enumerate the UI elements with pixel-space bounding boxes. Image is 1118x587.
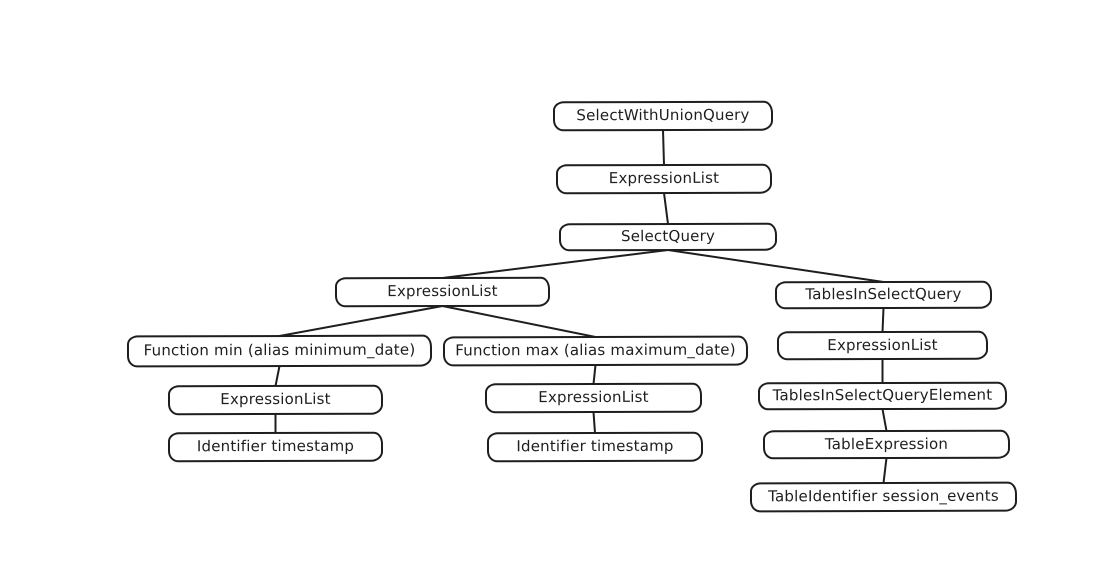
edge-function-min-expression-list-min (274, 365, 281, 387)
node-expression-list-min: ExpressionList (167, 384, 384, 416)
edge-expression-list-top-select-query (663, 192, 669, 225)
edge-tables-in-select-query-element-table-expression (881, 408, 888, 432)
node-label: ExpressionList (827, 335, 938, 354)
node-label: Function max (alias maximum_date) (455, 340, 736, 360)
edge-select-query-expression-list-left (441, 249, 669, 279)
edge-expression-list-max-identifier-timestamp-max (592, 411, 596, 434)
node-expression-list-max: ExpressionList (484, 382, 703, 414)
node-label: Identifier timestamp (516, 436, 674, 456)
node-label: SelectWithUnionQuery (576, 105, 750, 125)
node-select-with-union-query: SelectWithUnionQuery (552, 100, 774, 132)
node-label: TableExpression (824, 434, 949, 453)
node-function-max: Function max (alias maximum_date) (442, 335, 749, 367)
node-identifier-timestamp-min: Identifier timestamp (167, 431, 384, 463)
edge-select-with-union-query-expression-list-top (662, 129, 665, 166)
node-select-query: SelectQuery (558, 222, 778, 252)
edge-function-max-expression-list-max (592, 364, 597, 385)
node-table-identifier-session-events: TableIdentifier session_events (749, 481, 1018, 513)
node-label: ExpressionList (387, 281, 498, 301)
edge-expression-list-left-function-min (278, 305, 444, 337)
node-expression-list-top: ExpressionList (555, 163, 773, 195)
node-identifier-timestamp-max: Identifier timestamp (486, 431, 704, 463)
node-expression-list-right: ExpressionList (776, 330, 989, 361)
node-label: TablesInSelectQueryElement (772, 385, 993, 405)
node-function-min: Function min (alias minimum_date) (126, 334, 433, 368)
node-tables-in-select-query: TablesInSelectQuery (774, 280, 993, 310)
node-label: Identifier timestamp (196, 436, 355, 456)
node-label: TablesInSelectQuery (805, 284, 962, 304)
node-label: TableIdentifier session_events (768, 486, 999, 506)
node-label: SelectQuery (620, 226, 716, 246)
node-expression-list-left: ExpressionList (334, 276, 551, 308)
node-tables-in-select-query-element: TablesInSelectQueryElement (757, 381, 1008, 411)
node-table-expression: TableExpression (762, 429, 1011, 460)
node-label: ExpressionList (538, 387, 649, 407)
node-label: ExpressionList (220, 389, 331, 409)
node-label: Function min (alias minimum_date) (143, 340, 416, 360)
node-label: ExpressionList (608, 168, 720, 188)
edge-table-expression-table-identifier-session-events (882, 457, 888, 484)
edge-tables-in-select-query-expression-list-right (881, 307, 885, 333)
edge-expression-list-left-function-max (441, 305, 597, 338)
edge-select-query-tables-in-select-query (667, 249, 885, 283)
